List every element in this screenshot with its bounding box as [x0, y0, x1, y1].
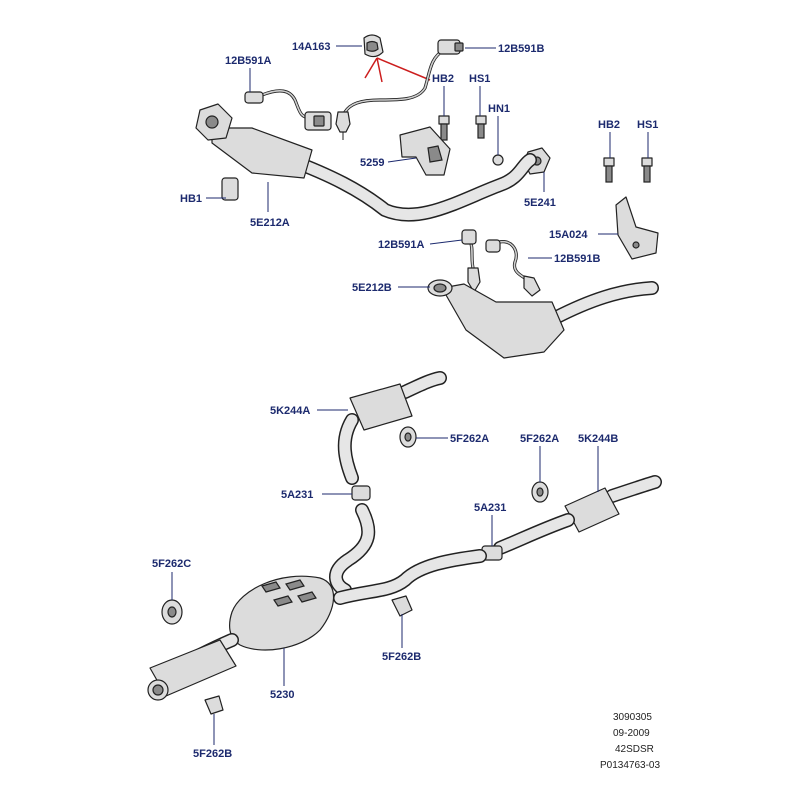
callout-5F262A-right: 5F262A — [520, 433, 559, 445]
hanger-5F262B-center — [391, 595, 413, 617]
fasteners-center — [438, 115, 504, 166]
callout-HB1: HB1 — [180, 193, 202, 205]
catalyst-5E212B — [427, 279, 659, 359]
callout-12B591A-top: 12B591A — [225, 55, 272, 67]
callout-12B591B-lower: 12B591B — [554, 253, 601, 265]
parts-illustration — [147, 34, 662, 715]
red-indicator-lines — [364, 57, 431, 83]
callout-5F262A-left: 5F262A — [450, 433, 489, 445]
isolator-5F262A-right — [531, 481, 549, 503]
leader-lines — [171, 45, 649, 745]
sensor-harness-lower — [461, 229, 541, 297]
silencer-5K244B — [493, 475, 662, 555]
intermediate-pipes — [329, 503, 487, 605]
callout-5K244B: 5K244B — [578, 433, 618, 445]
reference-date: 09-2009 — [613, 728, 650, 739]
catalyst-5E212A — [195, 103, 537, 222]
reference-code: 42SDSR — [615, 744, 654, 755]
clamp-5A231-left — [351, 485, 371, 501]
reference-part-number: P0134763-03 — [600, 760, 660, 771]
callout-5259: 5259 — [360, 157, 384, 169]
silencer-5K244A — [337, 371, 447, 485]
front-silencer-5230 — [147, 575, 335, 701]
callout-5A231-left: 5A231 — [281, 489, 313, 501]
bracket-15A024 — [615, 196, 659, 260]
callout-5A231-right: 5A231 — [474, 502, 506, 514]
callout-5230: 5230 — [270, 689, 294, 701]
callout-HB2-center: HB2 — [432, 73, 454, 85]
callout-14A163: 14A163 — [292, 41, 331, 53]
callout-HN1: HN1 — [488, 103, 510, 115]
fasteners-right — [603, 157, 653, 183]
bracket-5259 — [399, 126, 451, 176]
callout-5F262B-center: 5F262B — [382, 651, 421, 663]
callout-5F262B-lower: 5F262B — [193, 748, 232, 760]
callout-12B591A-lower: 12B591A — [378, 239, 425, 251]
callout-HS1-center: HS1 — [469, 73, 490, 85]
callout-12B591B-top: 12B591B — [498, 43, 545, 55]
isolator-5F262A-left — [399, 426, 417, 448]
drawing-reference-block: 3090305 09-2009 42SDSR P0134763-03 — [600, 712, 660, 771]
reference-number: 3090305 — [613, 712, 652, 723]
callout-labels: 14A163 12B591B 12B591A HB2 HS1 HN1 HB2 H… — [152, 41, 658, 760]
sensor-harness-upper-a — [244, 89, 332, 131]
callout-5K244A: 5K244A — [270, 405, 310, 417]
isolator-5F262C — [161, 599, 183, 625]
callout-5F262C: 5F262C — [152, 558, 191, 570]
callout-HB2-right: HB2 — [598, 119, 620, 131]
callout-5E212A: 5E212A — [250, 217, 290, 229]
clip-14A163 — [363, 34, 384, 58]
sensor-harness-upper-b — [335, 39, 464, 140]
callout-5E212B: 5E212B — [352, 282, 392, 294]
callout-HS1-right: HS1 — [637, 119, 658, 131]
callout-5E241: 5E241 — [524, 197, 556, 209]
callout-15A024: 15A024 — [549, 229, 588, 241]
hanger-5F262B-lower — [204, 695, 224, 715]
